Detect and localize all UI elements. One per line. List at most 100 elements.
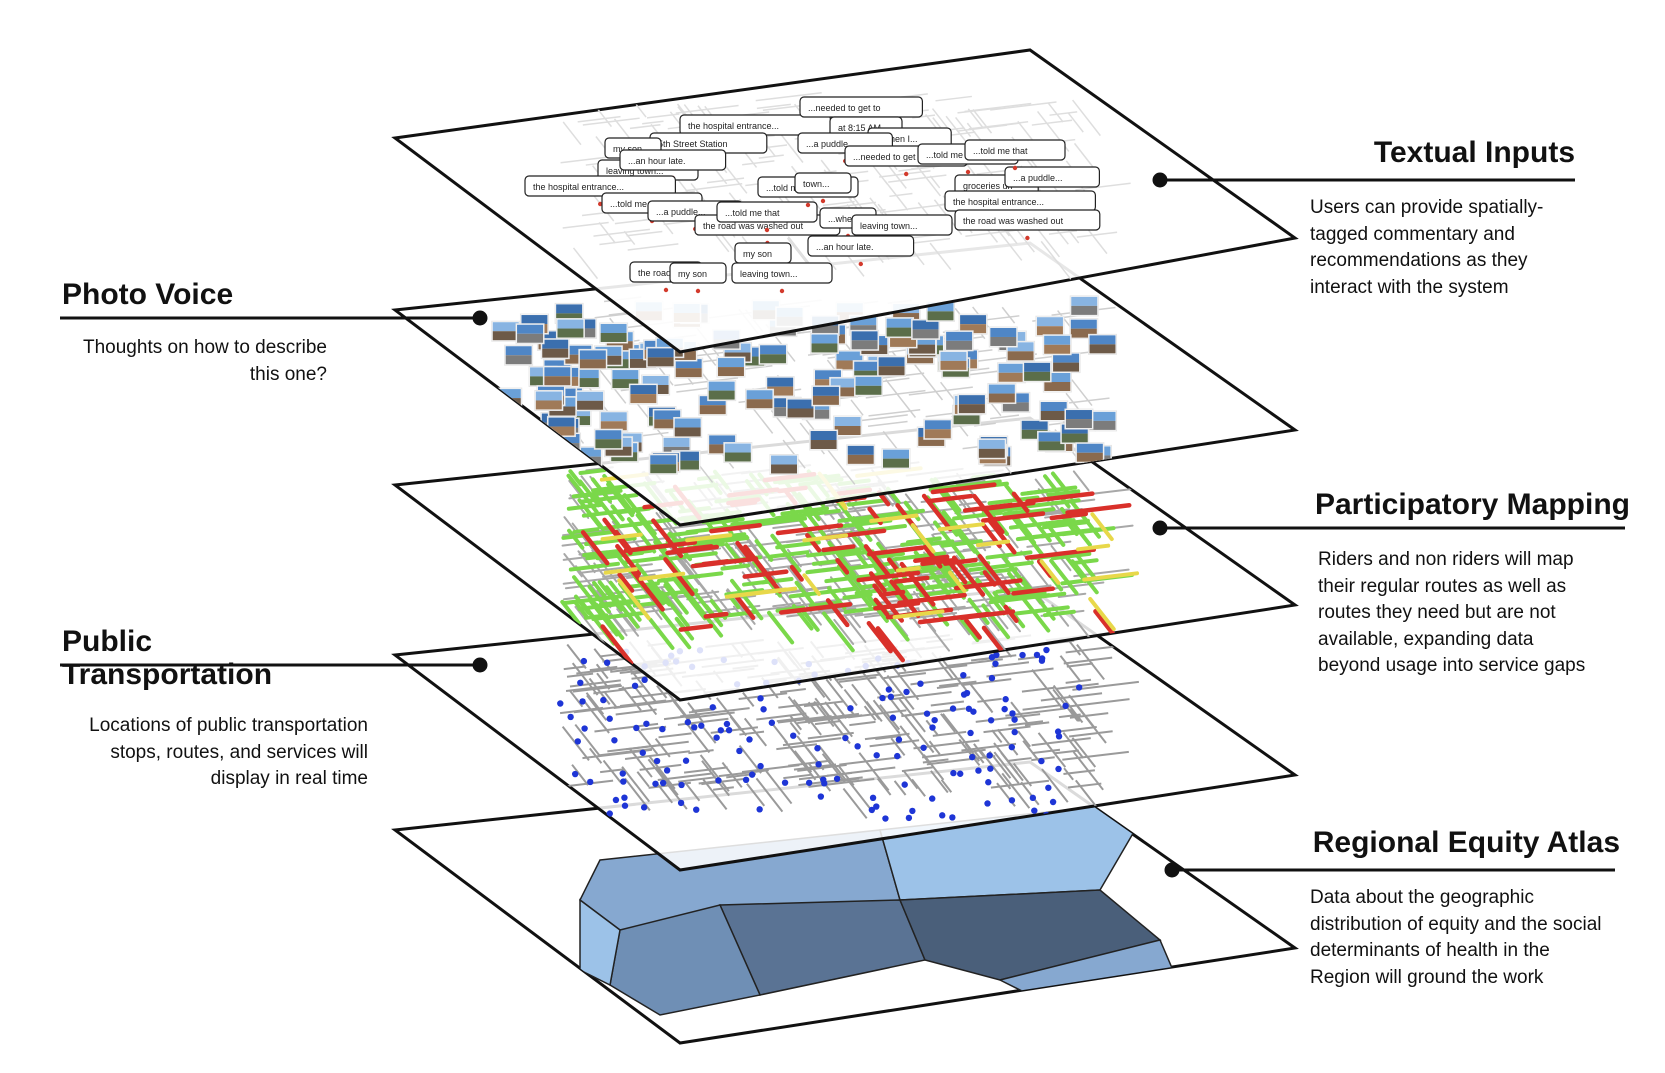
- photo-thumbnail: [540, 338, 570, 360]
- route-partial: [1039, 559, 1061, 585]
- street-segment: [729, 715, 743, 731]
- transit-stop-marker: [970, 708, 977, 715]
- street-segment: [748, 538, 774, 572]
- transit-stop-marker: [756, 806, 763, 813]
- transit-stop-marker: [967, 729, 974, 737]
- route-mapped: [1015, 533, 1051, 542]
- route-partial: [910, 523, 936, 554]
- transit-stop-marker: [887, 693, 895, 701]
- street-segment: [783, 773, 812, 780]
- photo-thumbnail: [555, 318, 585, 340]
- route-partial: [895, 566, 921, 573]
- comment-text: ...an hour late.: [628, 156, 686, 166]
- comment-bubble: ...told me that: [716, 201, 818, 233]
- photo-thumbnail: [1051, 352, 1081, 374]
- transit-stop-marker: [885, 686, 893, 693]
- comment-pin: [820, 198, 826, 204]
- transit-stop-marker: [1062, 702, 1069, 710]
- photo-thumbnail: [716, 356, 746, 378]
- route-mapped: [780, 506, 830, 516]
- street-segment: [848, 709, 907, 719]
- street-segment: [1076, 643, 1105, 681]
- route-mapped: [631, 588, 699, 600]
- street-segment: [1012, 762, 1033, 787]
- street-segment: [702, 778, 728, 811]
- comment-text: my son: [743, 249, 772, 259]
- comment-text: ...told me that: [926, 150, 981, 160]
- comment-pin: [764, 227, 770, 233]
- photo-thumbnail: [599, 322, 629, 344]
- route-needed: [1065, 503, 1132, 515]
- street-segment: [562, 221, 609, 229]
- route-needed: [863, 544, 891, 577]
- street-segment: [1075, 779, 1098, 808]
- comment-bubble: leaving town...: [731, 262, 833, 294]
- transit-stop-marker: [746, 736, 753, 743]
- transit-stop-marker: [939, 812, 946, 819]
- comment-text: the hospital entrance...: [533, 182, 624, 192]
- route-mapped: [774, 508, 841, 521]
- street-segment: [1072, 680, 1139, 691]
- street-segment: [569, 679, 621, 688]
- comment-text: town...: [803, 179, 830, 189]
- comment-text: leaving town...: [606, 166, 664, 176]
- photo-thumbnail: [1039, 400, 1069, 422]
- comment-text: leaving town...: [740, 269, 798, 279]
- layer-title: Photo Voice: [62, 278, 234, 311]
- street-segment: [990, 101, 1057, 111]
- route-mapped: [667, 551, 718, 561]
- comment-pin: [965, 169, 971, 175]
- route-partial: [603, 567, 638, 575]
- route-mapped: [1049, 558, 1079, 596]
- street-segment: [888, 174, 947, 183]
- street-segment: [884, 180, 909, 211]
- street-segment: [657, 783, 674, 804]
- photo-thumbnail: [809, 429, 839, 451]
- route-mapped: [1069, 499, 1102, 539]
- street-segment: [922, 758, 949, 764]
- route-mapped: [657, 571, 724, 583]
- transit-stop-marker: [873, 752, 880, 759]
- street-segment: [1017, 730, 1032, 748]
- street-segment: [675, 104, 739, 114]
- street-segment: [798, 771, 853, 781]
- route-mapped: [846, 498, 887, 507]
- street-segment: [1068, 397, 1110, 404]
- photo-thumbnail: [745, 388, 775, 410]
- street-segment: [814, 720, 841, 726]
- street-segment: [1069, 712, 1109, 719]
- transit-stop-marker: [901, 781, 908, 788]
- street-segment: [585, 692, 605, 715]
- route-needed: [1093, 609, 1117, 639]
- comment-pin: [779, 288, 785, 294]
- street-segment: [583, 701, 610, 734]
- route-needed: [982, 570, 997, 587]
- transit-stop-marker: [639, 749, 646, 756]
- transit-stop-marker: [557, 700, 564, 707]
- photo-thumbnail: [628, 383, 658, 405]
- route-mapped: [568, 561, 620, 572]
- comment-text: the road w: [638, 268, 681, 278]
- street-segment: [833, 618, 855, 645]
- street-segment: [684, 720, 711, 754]
- route-mapped: [981, 603, 1011, 640]
- street-segment: [702, 727, 717, 744]
- route-needed: [872, 583, 904, 623]
- street-segment: [1072, 470, 1090, 492]
- street-segment: [838, 765, 855, 786]
- photo-thumbnail: [493, 387, 523, 409]
- route-mapped: [1022, 498, 1081, 509]
- street-segment: [1021, 686, 1055, 693]
- transit-stop-marker: [1008, 797, 1016, 804]
- layer-title: Public Transportation: [62, 625, 273, 691]
- photo-thumbnail: [515, 323, 545, 345]
- transit-stop-marker: [894, 752, 901, 760]
- street-segment: [889, 691, 952, 701]
- street-segment: [807, 731, 854, 740]
- transit-stop-marker: [1031, 807, 1038, 814]
- street-segment: [623, 230, 636, 246]
- layer-description: Users can provide spatially- tagged comm…: [1310, 197, 1544, 298]
- transit-stop-marker: [815, 761, 822, 768]
- street-segment: [1053, 749, 1079, 755]
